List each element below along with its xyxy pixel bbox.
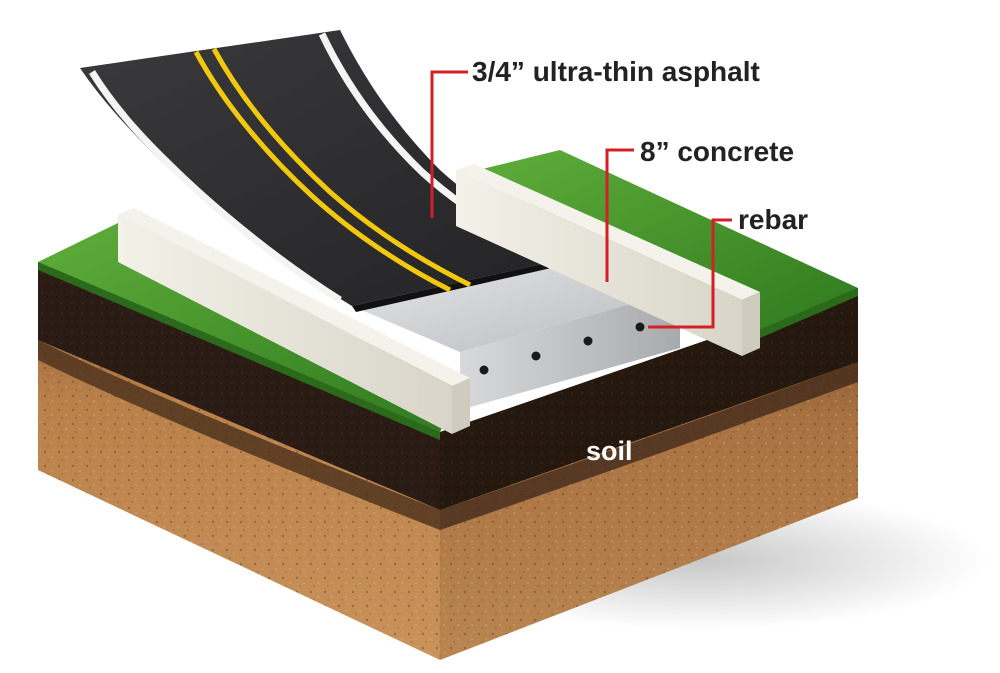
white-edge-line-left (89, 70, 342, 303)
rebar-dots (479, 322, 645, 375)
asphalt-sheet (80, 30, 578, 306)
concrete-label: 8” concrete (640, 136, 795, 167)
curb-left-side (118, 214, 452, 434)
rebar-label: rebar (738, 204, 809, 235)
curb-left (118, 208, 470, 434)
callout-line-asphalt (430, 70, 468, 218)
asphalt-label: 3/4” ultra-thin asphalt (472, 56, 760, 87)
yellow-center-line-2 (211, 47, 472, 288)
grass-right (470, 150, 858, 330)
grass-left-edge (38, 262, 440, 440)
curb-left-end (452, 378, 470, 434)
topsoil-front-band-texture (38, 262, 440, 510)
curb-left-top (118, 208, 470, 386)
grass-right-edge (760, 288, 858, 338)
topsoil-front-transition (38, 340, 440, 530)
rebar-dot (531, 351, 541, 361)
rebar-dot (479, 365, 489, 375)
rebar-dot (583, 336, 593, 346)
yellow-center-line-1 (193, 50, 452, 293)
curb-right-end (742, 292, 760, 356)
callout-line-concrete (605, 148, 634, 282)
topsoil-right-transition (440, 362, 858, 530)
soil-label: soil (586, 436, 633, 466)
concrete-slab-front (460, 290, 680, 410)
asphalt-layer (80, 30, 578, 312)
callout-line-rebar (648, 218, 732, 329)
callout-lines (430, 70, 732, 329)
rebar-dot (635, 322, 645, 332)
curb-right-side (456, 170, 742, 356)
